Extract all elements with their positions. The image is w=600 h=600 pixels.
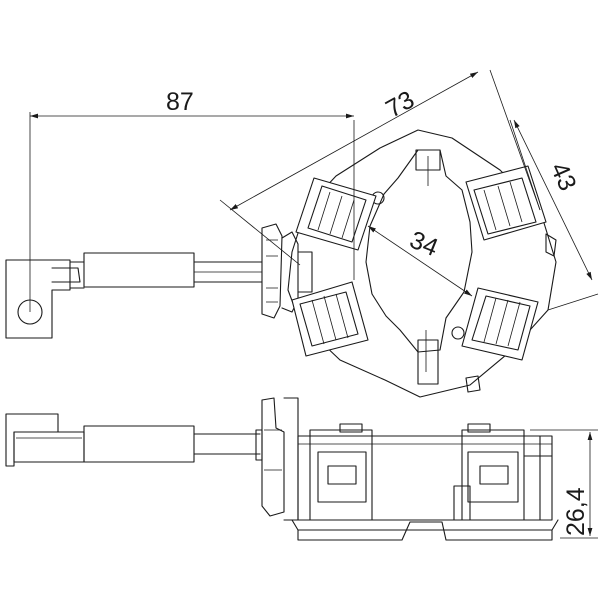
top-view bbox=[5, 129, 557, 398]
dimension-label-43: 43 bbox=[545, 158, 582, 195]
dimension-34: 34 bbox=[367, 225, 473, 297]
dimension-label-34: 34 bbox=[406, 226, 442, 262]
terminal-lug bbox=[5, 259, 81, 339]
side-terminal bbox=[5, 413, 85, 467]
grommet bbox=[261, 223, 313, 319]
dimension-label-26-4: 26,4 bbox=[562, 487, 590, 536]
side-wire bbox=[83, 425, 261, 463]
brush-box-upper-left bbox=[295, 177, 377, 251]
side-view bbox=[5, 397, 559, 541]
side-grommet bbox=[255, 397, 299, 521]
dimension-label-73: 73 bbox=[381, 86, 419, 124]
brush-box-upper-right bbox=[465, 165, 547, 241]
brush-box-lower-right bbox=[461, 287, 539, 361]
side-body bbox=[291, 423, 559, 541]
dimension-label-87: 87 bbox=[166, 88, 194, 116]
dimension-87: 87 bbox=[29, 88, 355, 312]
dimension-26-4: 26,4 bbox=[530, 429, 598, 539]
brush-box-lower-left bbox=[291, 281, 369, 357]
wire-lead bbox=[69, 252, 263, 289]
